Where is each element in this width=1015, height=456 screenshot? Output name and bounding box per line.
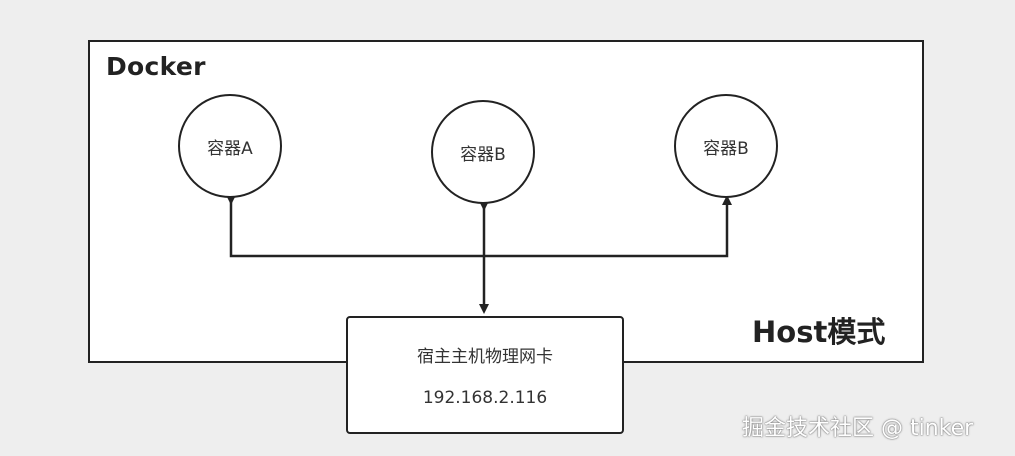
mode-label: Host模式 bbox=[752, 315, 886, 349]
container-node-b: 容器B bbox=[431, 100, 535, 204]
container-node-b-second: 容器B bbox=[674, 94, 778, 198]
container-label: 容器B bbox=[703, 138, 749, 159]
watermark: 掘金技术社区 @ tinker bbox=[742, 416, 974, 441]
nic-ip-address: 192.168.2.116 bbox=[422, 388, 548, 408]
container-label: 容器B bbox=[460, 144, 506, 165]
docker-label: Docker bbox=[106, 52, 206, 81]
host-nic-box: 宿主主机物理网卡 192.168.2.116 bbox=[346, 316, 624, 434]
container-node-a: 容器A bbox=[178, 94, 282, 198]
nic-title: 宿主主机物理网卡 bbox=[417, 347, 553, 367]
container-label: 容器A bbox=[207, 138, 253, 159]
